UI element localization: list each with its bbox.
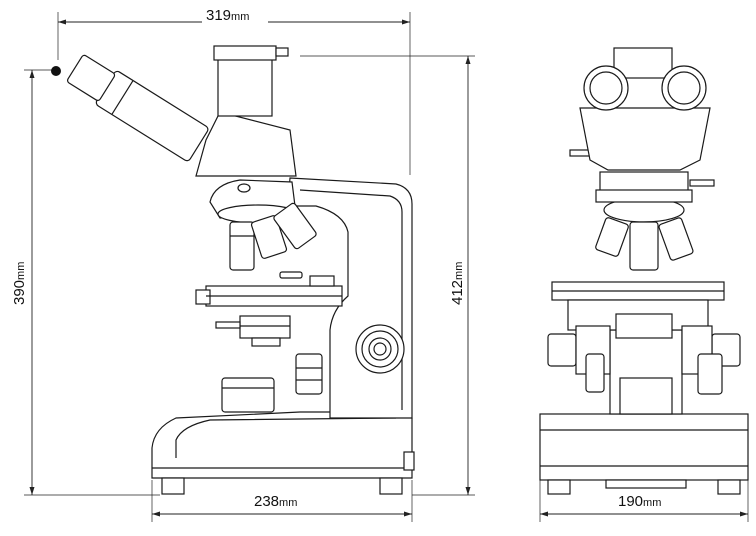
arm-contour (299, 189, 403, 410)
front-head (579, 107, 711, 171)
fine-focus-knob (368, 337, 392, 361)
coarse-focus-knob (355, 324, 405, 374)
dimension-lines (24, 12, 749, 522)
focus-knob-left (547, 333, 577, 367)
side-view (67, 45, 415, 495)
objective-lens-left (595, 217, 629, 257)
front-base (539, 413, 749, 481)
front-foot-left (547, 479, 571, 495)
condenser (239, 315, 291, 339)
eyepiece-height-label: 390mm (11, 262, 28, 305)
overall-width-label: 319mm (206, 7, 249, 24)
arrow-down (29, 487, 35, 495)
arrow-right (404, 511, 412, 517)
base-width-label: 190mm (618, 493, 661, 510)
base-contour (175, 417, 397, 458)
camera-port (217, 57, 273, 117)
stage-control-knob (295, 353, 323, 395)
front-view (539, 47, 749, 495)
stage-clip (195, 289, 211, 305)
front-arm-band (595, 189, 693, 203)
arrow-left (152, 511, 160, 517)
dimension-labels: 319mm 390mm 412mm 238mm 190mm (11, 6, 661, 510)
illuminator-front (619, 377, 673, 415)
illuminator-housing (221, 377, 275, 413)
port-screw (275, 47, 289, 57)
condenser-lever (215, 321, 241, 329)
condenser-lens (251, 337, 281, 347)
eyepiece (67, 54, 116, 101)
side-foot-back (379, 477, 403, 495)
stage-knob-right (697, 353, 723, 395)
arrow-left (58, 19, 66, 25)
objective-lens (229, 221, 255, 271)
eyepiece-reference-dot (51, 66, 61, 76)
side-foot-front (161, 477, 185, 495)
front-foot-center (605, 479, 687, 489)
eyepiece-right-inner (667, 71, 701, 105)
lever-right (689, 179, 715, 187)
objective-lens-center (629, 221, 659, 271)
arrow-down (465, 487, 471, 495)
arrow-up (29, 70, 35, 78)
front-camera-port (613, 47, 673, 79)
switch (403, 451, 415, 471)
base-depth-label: 238mm (254, 493, 297, 510)
arrow-up (465, 56, 471, 64)
arrow-left (540, 511, 548, 517)
nosepiece-mark (237, 183, 251, 193)
stage-knob (279, 271, 303, 279)
stage-knob-left (585, 353, 605, 393)
label-background (202, 6, 268, 24)
tube-ring (111, 80, 134, 115)
overall-height-label: 412mm (449, 262, 466, 305)
eyepiece-left-inner (589, 71, 623, 105)
objective-lens (250, 215, 288, 259)
knob-center (373, 342, 387, 356)
condenser-front (615, 313, 673, 339)
camera-port-top (213, 45, 277, 61)
slide-holder (309, 275, 335, 287)
objective-lens-right (658, 217, 694, 261)
front-foot-right (717, 479, 741, 495)
arrow-right (740, 511, 748, 517)
arrow-right (402, 19, 410, 25)
eyepiece-tube (95, 70, 209, 162)
trinocular-head (195, 111, 297, 177)
objective-lens (273, 202, 317, 250)
knob-ring (361, 330, 399, 368)
binocular-tube (67, 54, 209, 162)
side-base (151, 411, 413, 479)
